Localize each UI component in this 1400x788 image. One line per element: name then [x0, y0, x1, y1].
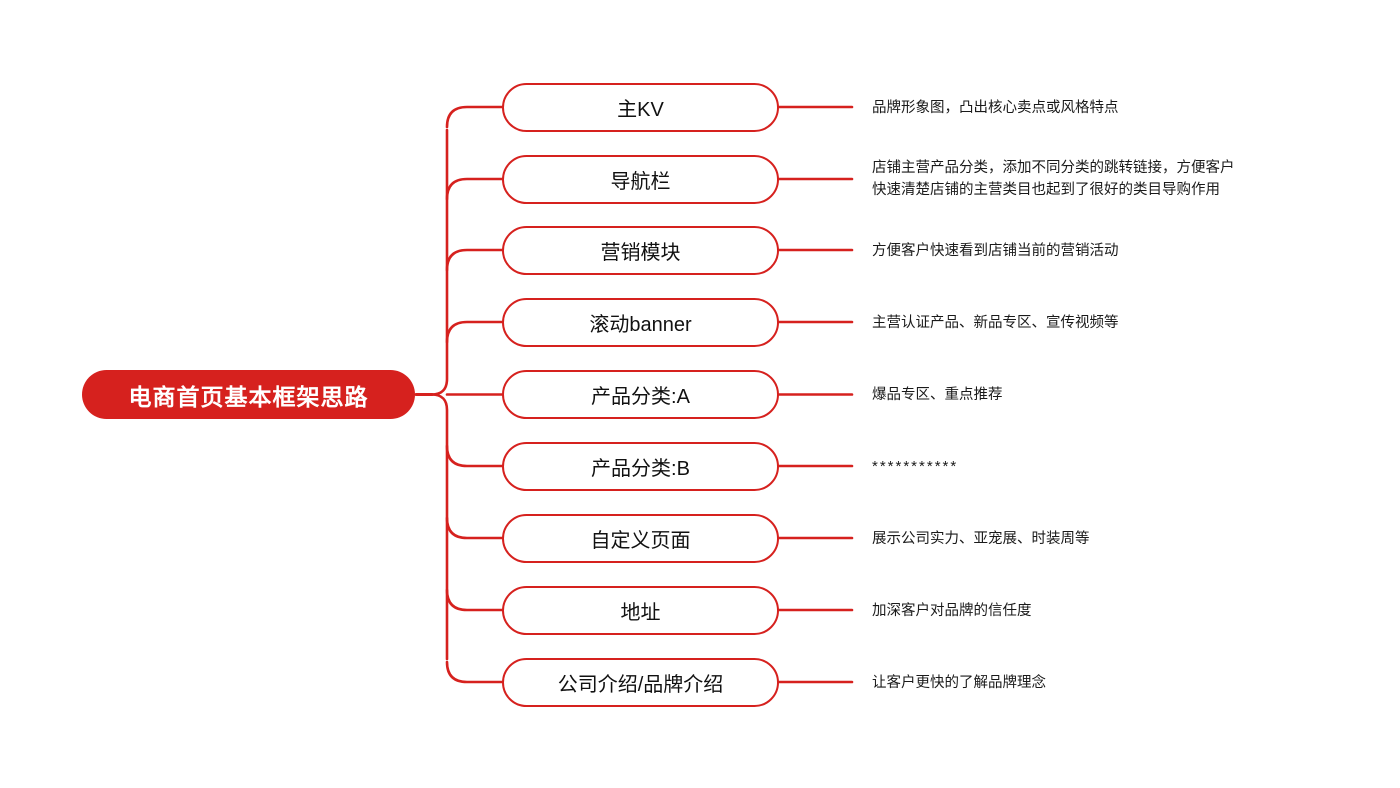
branch-node-6[interactable]: 产品分类:B — [502, 441, 779, 491]
description-line: 店铺主营产品分类，添加不同分类的跳转链接，方便客户 — [872, 160, 1235, 176]
branch-description-8: 加深客户对品牌的信任度 — [872, 600, 1312, 622]
description-line: *********** — [872, 458, 959, 475]
branch-node-label: 地址 — [620, 601, 661, 624]
branch-description-1: 品牌形象图，凸出核心卖点或风格特点 — [872, 97, 1312, 119]
description-line: 快速清楚店铺的主营类目也起到了很好的类目导购作用 — [872, 182, 1220, 199]
branch-description-7: 展示公司实力、亚宠展、时装周等 — [872, 528, 1312, 550]
branch-description-9: 让客户更快的了解品牌理念 — [872, 672, 1312, 694]
branch-node-label: 导航栏 — [610, 170, 671, 193]
description-line: 让客户更快的了解品牌理念 — [872, 675, 1046, 691]
description-line: 加深客户对品牌的信任度 — [872, 603, 1032, 619]
branch-description-5: 爆品专区、重点推荐 — [872, 384, 1312, 406]
branch-node-label: 自定义页面 — [590, 529, 691, 552]
branch-description-2: 店铺主营产品分类，添加不同分类的跳转链接，方便客户 快速清楚店铺的主营类目也起到… — [872, 157, 1312, 202]
branch-node-5[interactable]: 产品分类:A — [502, 370, 779, 419]
branch-node-3[interactable]: 营销模块 — [502, 226, 779, 275]
branch-node-2[interactable]: 导航栏 — [502, 154, 779, 204]
branch-node-7[interactable]: 自定义页面 — [502, 513, 779, 563]
description-line: 爆品专区、重点推荐 — [872, 387, 1003, 403]
branch-description-6: *********** — [872, 455, 1312, 478]
branch-description-3: 方便客户快速看到店铺当前的营销活动 — [872, 240, 1312, 262]
description-line: 方便客户快速看到店铺当前的营销活动 — [872, 243, 1119, 259]
description-line: 主营认证产品、新品专区、宣传视频等 — [872, 315, 1119, 331]
branch-node-label: 产品分类:B — [591, 457, 690, 480]
root-node-label: 电商首页基本框架思路 — [128, 383, 369, 410]
branch-node-label: 主KV — [617, 98, 664, 121]
description-line: 展示公司实力、亚宠展、时装周等 — [872, 531, 1090, 547]
branch-node-label: 公司介绍/品牌介绍 — [557, 673, 724, 696]
root-node[interactable]: 电商首页基本框架思路 — [82, 370, 415, 419]
branch-node-4[interactable]: 滚动banner — [502, 297, 779, 347]
description-line: 品牌形象图，凸出核心卖点或风格特点 — [872, 100, 1119, 116]
branch-node-label: 营销模块 — [600, 242, 681, 264]
branch-node-9[interactable]: 公司介绍/品牌介绍 — [502, 657, 779, 707]
branch-description-4: 主营认证产品、新品专区、宣传视频等 — [872, 312, 1312, 334]
branch-node-8[interactable]: 地址 — [502, 585, 779, 635]
branch-node-label: 滚动banner — [589, 313, 692, 336]
branch-node-label: 产品分类:A — [591, 386, 690, 408]
branch-node-1[interactable]: 主KV — [502, 82, 779, 132]
